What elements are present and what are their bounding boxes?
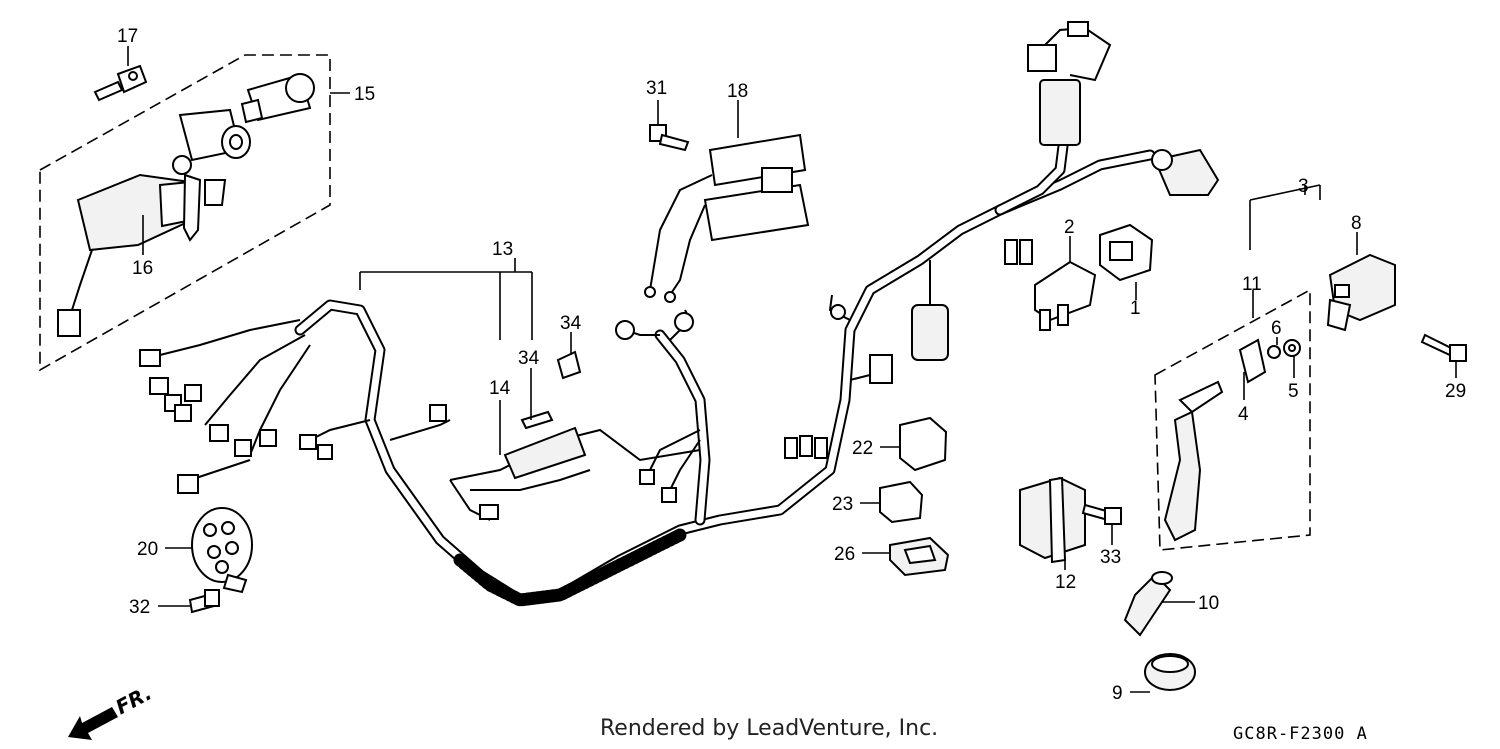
ignition-switch-16	[57, 155, 227, 337]
bolt-33	[1081, 503, 1122, 525]
bolt-29	[1420, 333, 1467, 362]
callout-15: 15	[354, 84, 375, 105]
callout-23: 23	[832, 494, 853, 515]
callout-5: 5	[1288, 381, 1299, 402]
callout-12: 12	[1055, 572, 1076, 593]
leader-lines	[127, 46, 1457, 693]
callout-22: 22	[852, 438, 873, 459]
callout-16: 16	[132, 258, 153, 279]
connector-23	[879, 480, 924, 524]
callout-29: 29	[1445, 381, 1466, 402]
callout-14: 14	[489, 378, 511, 399]
bolt-31	[649, 124, 690, 152]
connector-1	[1099, 223, 1154, 282]
callout-6: 6	[1271, 318, 1282, 339]
callout-34-right: 34	[560, 313, 582, 334]
callout-26: 26	[834, 544, 855, 565]
fuse-box-14	[449, 350, 701, 521]
callout-18: 18	[727, 81, 748, 102]
callout-34-left: 34	[518, 348, 540, 369]
regulator-rectifier-12	[1019, 476, 1086, 564]
front-direction-arrow-icon	[68, 707, 118, 740]
callout-1: 1	[1130, 298, 1141, 319]
callout-10: 10	[1198, 593, 1219, 614]
callout-20: 20	[137, 539, 158, 560]
callout-4: 4	[1238, 404, 1249, 425]
kit-11-boundary	[1154, 288, 1311, 551]
callout-9: 9	[1112, 683, 1123, 704]
horn-20	[191, 507, 253, 594]
relay-2	[1034, 260, 1097, 331]
callout-labels: 17 15 16 31 18 13 34 34 14 2 1 3 8 11 6 …	[117, 26, 1466, 704]
key-17	[93, 64, 148, 102]
grommet-26	[889, 536, 950, 577]
winker-relay-22	[899, 416, 948, 472]
render-credit: Rendered by LeadVenture, Inc.	[600, 716, 939, 741]
callout-33: 33	[1100, 547, 1121, 568]
callout-13: 13	[492, 239, 513, 260]
main-wire-harness	[139, 21, 1220, 607]
callout-32: 32	[129, 597, 150, 618]
callout-31: 31	[646, 78, 667, 99]
lock-cylinder-1	[178, 108, 251, 162]
diagram-code: GC8R-F2300 A	[1233, 724, 1368, 744]
ignition-switch-kit-group	[39, 54, 331, 372]
spark-plug-cap-10	[1123, 571, 1173, 637]
callout-8: 8	[1351, 213, 1362, 234]
cap-9	[1144, 653, 1196, 691]
battery-band-18	[644, 133, 810, 303]
callout-17: 17	[117, 26, 138, 47]
bolt-32	[188, 589, 220, 614]
lock-cylinder-2	[240, 73, 315, 124]
callout-3: 3	[1298, 176, 1309, 197]
callout-2: 2	[1064, 217, 1075, 238]
ignition-coil-group	[1154, 253, 1396, 551]
callout-11: 11	[1242, 274, 1262, 295]
kit-15-boundary	[39, 54, 331, 372]
